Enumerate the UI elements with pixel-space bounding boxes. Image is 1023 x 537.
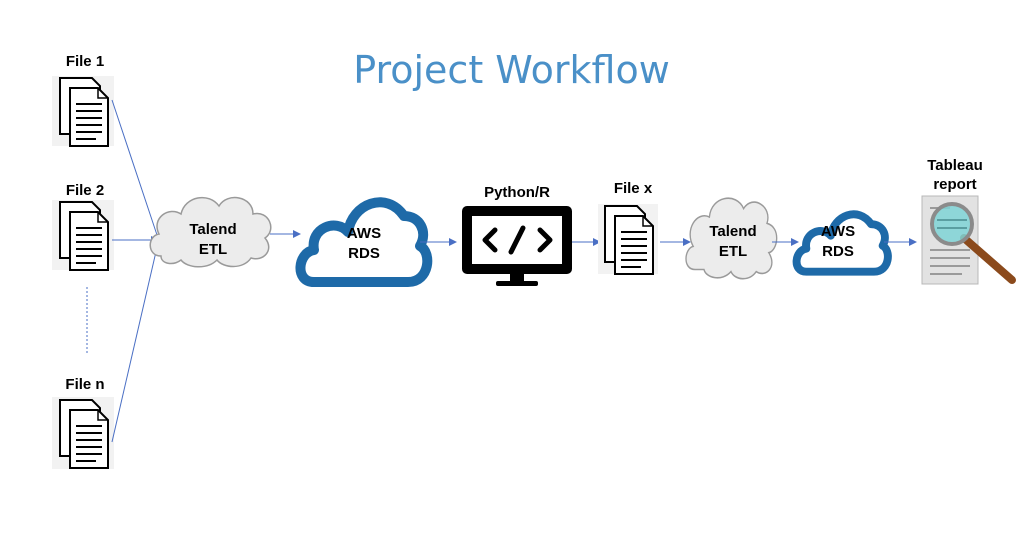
file-x-icon bbox=[598, 204, 658, 275]
talend-etl-label-2: Talend ETL bbox=[698, 222, 768, 262]
tableau-line2: report bbox=[933, 176, 977, 193]
aws-rds-2-line2: RDS bbox=[822, 243, 854, 260]
aws-rds-label-1: AWS RDS bbox=[329, 224, 399, 264]
aws-rds-cloud-icon bbox=[295, 197, 433, 287]
file-2-label: File 2 bbox=[65, 182, 105, 199]
aws-rds-line1: AWS bbox=[346, 225, 382, 242]
connector-filen-etl bbox=[111, 242, 159, 443]
tableau-report-label: Tableau report bbox=[915, 156, 995, 194]
aws-rds-line2: RDS bbox=[348, 245, 380, 262]
python-r-label: Python/R bbox=[484, 184, 550, 201]
page-title: Project Workflow bbox=[353, 48, 670, 92]
talend-etl-2-line1: Talend bbox=[709, 223, 757, 240]
aws-rds-cloud-2-icon bbox=[792, 210, 892, 276]
file-2-icon bbox=[52, 200, 114, 271]
report-magnifier-icon bbox=[921, 195, 1016, 285]
aws-rds-label-2: AWS RDS bbox=[806, 222, 870, 262]
file-n-label: File n bbox=[65, 376, 105, 393]
talend-etl-cloud-2-icon bbox=[685, 197, 778, 280]
code-monitor-icon bbox=[462, 206, 572, 286]
talend-etl-2-line2: ETL bbox=[718, 243, 748, 260]
talend-etl-label-1: Talend ETL bbox=[178, 220, 248, 260]
file-x-label: File x bbox=[613, 180, 653, 197]
file-1-icon bbox=[52, 76, 114, 147]
talend-etl-line1: Talend bbox=[189, 221, 237, 238]
talend-etl-cloud-icon bbox=[149, 196, 272, 268]
file-n-icon bbox=[52, 397, 114, 469]
aws-rds-2-line1: AWS bbox=[820, 223, 856, 240]
connector-file1-etl bbox=[111, 99, 159, 239]
file-1-label: File 1 bbox=[65, 53, 105, 70]
tableau-line1: Tableau bbox=[927, 157, 983, 174]
talend-etl-line2: ETL bbox=[198, 241, 228, 258]
